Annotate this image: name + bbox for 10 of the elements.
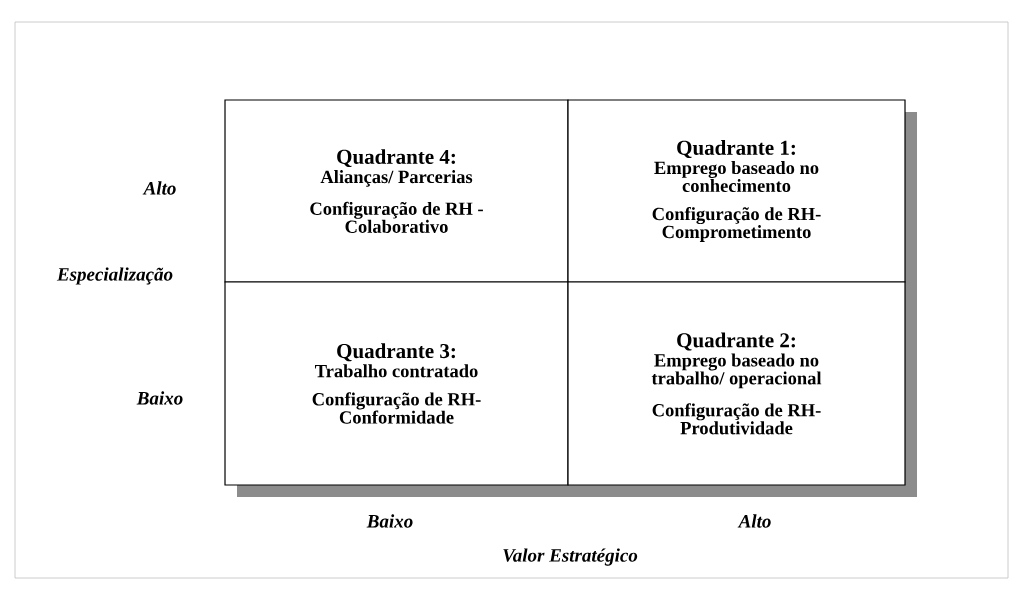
- quadrant-box: Quadrante 3: Trabalho contratado Configuração de RH- Conformidade: [224, 281, 569, 486]
- axis-label: Valor Estratégico: [503, 548, 638, 566]
- quadrant-box: Quadrante 4: Alianças/ Parcerias Configuração de RH - Colaborativo: [224, 99, 569, 283]
- quadrant-box: Quadrante 1: Emprego baseado no conhecimento Configuração de RH- Comprometimento: [567, 99, 906, 283]
- axis-label: Baixo: [366, 514, 413, 528]
- quadrant-box: Quadrante 2: Emprego baseado no trabalho/ operacional Configuração de RH- Produtividade: [567, 281, 906, 486]
- axis-label: Baixo: [136, 391, 183, 405]
- axis-label: Especialização: [56, 267, 173, 285]
- axis-label: Alto: [737, 514, 771, 528]
- axis-label: Alto: [142, 181, 176, 195]
